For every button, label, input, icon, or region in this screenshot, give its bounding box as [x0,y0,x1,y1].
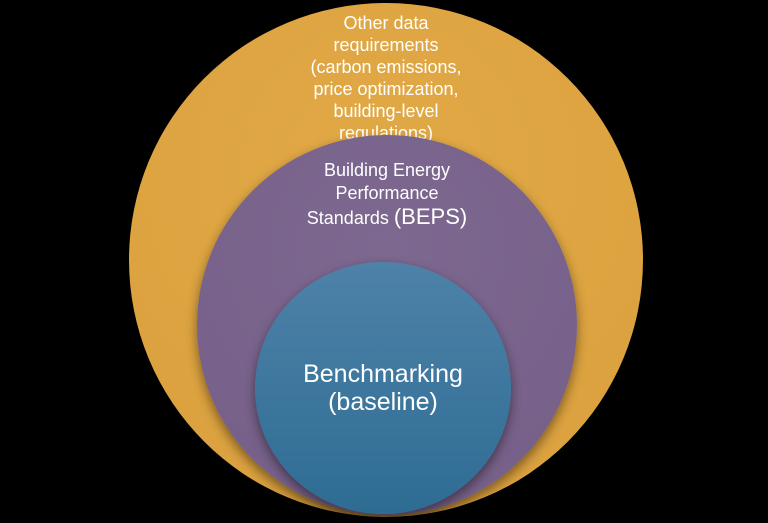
benchmarking-label: Benchmarking(baseline) [303,360,463,416]
beps-acronym-text: (BEPS) [393,204,468,229]
beps-standards-text: Standards [306,208,389,228]
beps-label-last-line: Standards (BEPS) [197,205,577,230]
circle-benchmarking: Benchmarking(baseline) [255,262,511,514]
